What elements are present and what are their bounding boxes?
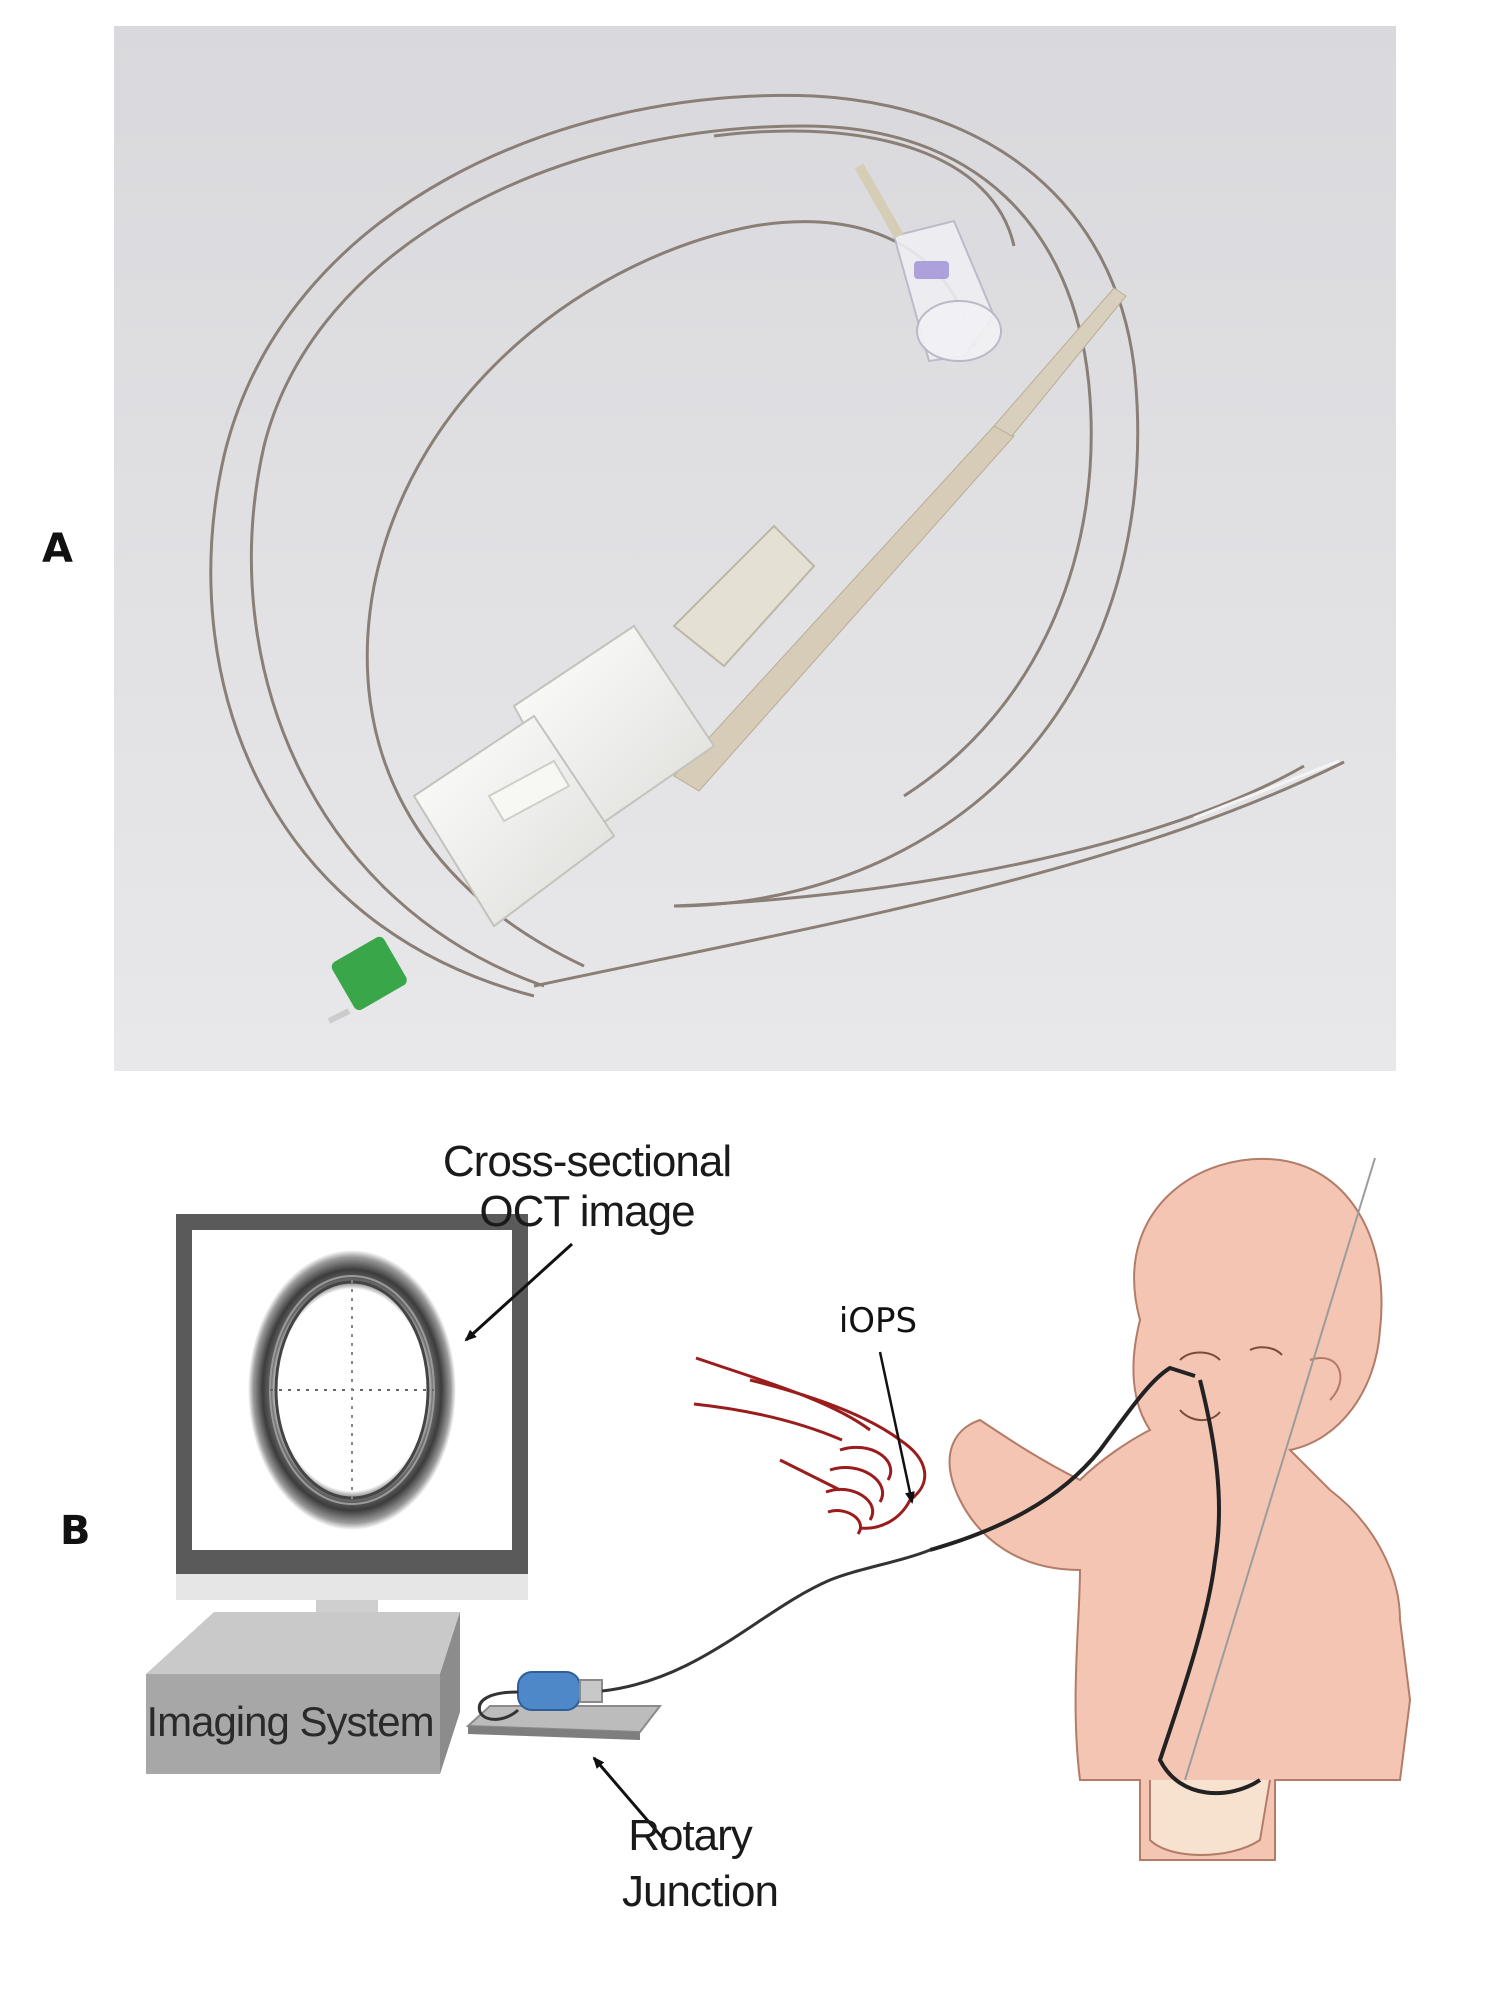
optical-cable	[601, 1548, 931, 1693]
rotary-label-line2: Junction	[622, 1867, 778, 1916]
catheter-sheath	[673, 425, 1015, 792]
oct-label-line1: Cross-sectional	[443, 1140, 731, 1186]
catheter-photo	[114, 26, 1396, 1071]
coiled-catheter-wire	[209, 93, 1345, 998]
rotary-label-line1: Rotary	[628, 1811, 753, 1860]
flush-connector	[854, 163, 1002, 363]
system-diagram: Imaging System Cross-sectional OCT	[146, 1140, 1412, 1916]
catheter-hub	[327, 524, 816, 1024]
panel-label-a: A	[42, 526, 73, 572]
iops-pointer-arrow	[878, 1351, 915, 1504]
green-connector-cap	[331, 936, 407, 1011]
infant-illustration	[929, 1157, 1412, 1861]
imaging-system-label: Imaging System	[146, 1698, 433, 1745]
rotary-pointer-arrow	[592, 1756, 668, 1843]
imaging-system-box	[146, 1612, 460, 1774]
hand-holding-catheter	[693, 1356, 927, 1535]
panel-label-b: B	[60, 1508, 91, 1554]
rotary-junction	[465, 1671, 663, 1740]
iops-label: iOPS	[839, 1301, 917, 1341]
oct-label-line2: OCT image	[479, 1187, 694, 1236]
catheter-tip	[1193, 759, 1340, 820]
oct-cross-section-image	[248, 1250, 456, 1530]
oct-pointer-arrow	[464, 1242, 574, 1342]
